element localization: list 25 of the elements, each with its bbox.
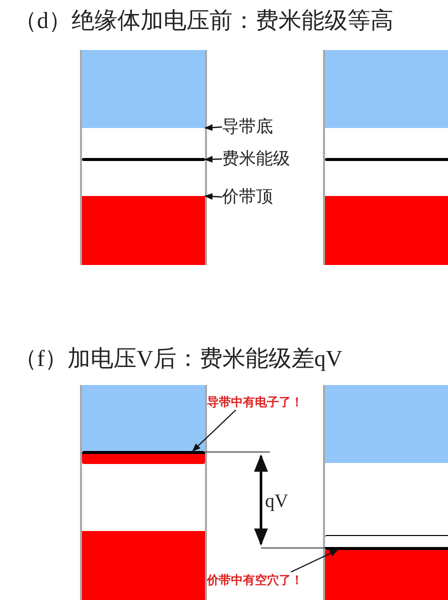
band-label: 导带底 bbox=[222, 117, 292, 137]
valence-band bbox=[82, 196, 205, 265]
valence-band bbox=[82, 531, 205, 600]
conduction-band bbox=[325, 385, 448, 463]
dimension-label: qV bbox=[265, 490, 288, 514]
callout-text: 价带中有空穴了！ bbox=[207, 572, 327, 588]
valence-band bbox=[325, 550, 448, 600]
leader-arrow bbox=[192, 410, 236, 452]
band-label: 价带顶 bbox=[222, 187, 292, 207]
fermi-level-line bbox=[325, 158, 448, 161]
leader-arrow bbox=[204, 124, 222, 131]
valence-band bbox=[325, 196, 448, 265]
leader-arrow bbox=[290, 549, 338, 573]
conduction-band bbox=[82, 385, 205, 451]
hole-strip bbox=[325, 535, 448, 550]
conduction-band bbox=[325, 50, 448, 128]
callout-text: 导带中有电子了！ bbox=[207, 394, 327, 410]
heading: （d）绝缘体加电压前：费米能级等高 bbox=[14, 7, 394, 35]
leader-arrow bbox=[204, 156, 222, 163]
leader-arrow bbox=[204, 193, 222, 200]
electron-filled-strip bbox=[82, 451, 205, 464]
conduction-band bbox=[82, 50, 205, 128]
fermi-level-line bbox=[82, 158, 205, 161]
band-label: 费米能级 bbox=[222, 149, 308, 169]
heading: （f）加电压V后：费米能级差qV bbox=[14, 345, 342, 373]
